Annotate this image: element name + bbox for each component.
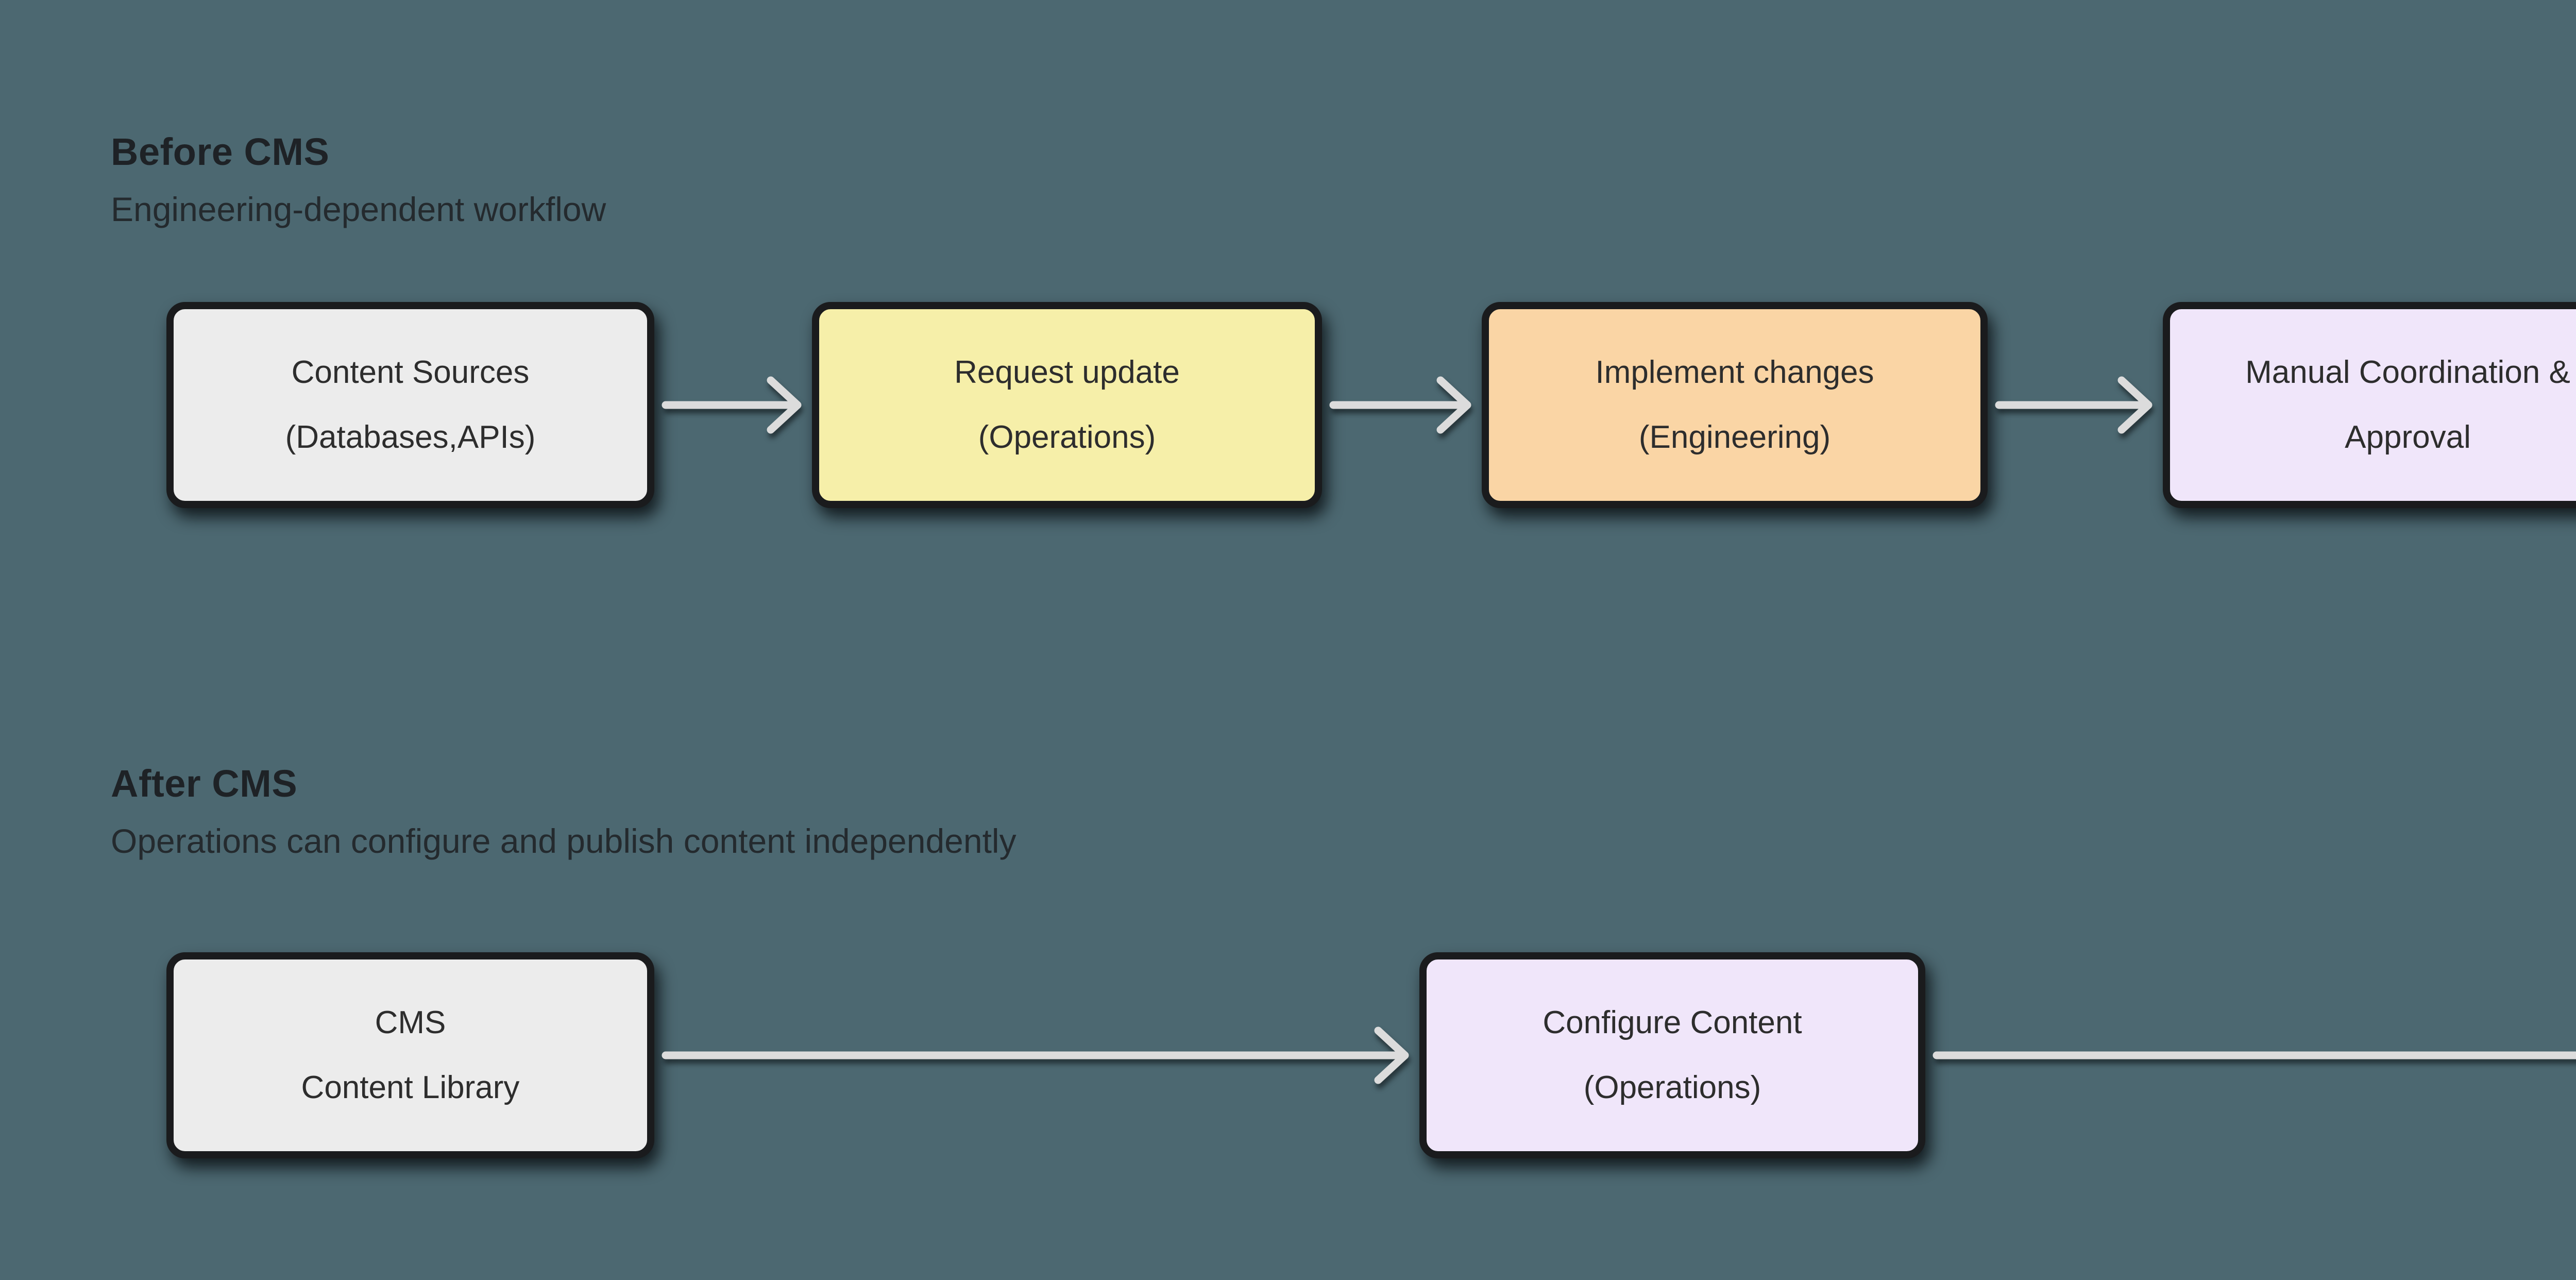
node-label: Request update [954, 355, 1180, 390]
node-label: Content Library [301, 1070, 520, 1105]
node-implement-changes: Implement changes (Engineering) [1482, 302, 1988, 508]
node-label: Approval [2345, 419, 2471, 455]
flow-arrow-icon [1995, 376, 2153, 434]
node-label: (Databases,APIs) [285, 419, 536, 455]
flow-arrow-icon [662, 376, 802, 434]
node-label: (Operations) [978, 419, 1156, 455]
node-label: Implement changes [1595, 355, 1874, 390]
before-cms-subtitle: Engineering-dependent workflow [111, 190, 606, 228]
node-label: CMS [375, 1005, 446, 1040]
node-content-sources: Content Sources (Databases,APIs) [166, 302, 654, 508]
node-configure-content: Configure Content (Operations) [1419, 952, 1925, 1158]
node-cms-content-library: CMS Content Library [166, 952, 654, 1158]
node-label: Manual Coordination & [2245, 355, 2570, 390]
node-label: Configure Content [1543, 1005, 1802, 1040]
node-manual-coordination: Manual Coordination & Approval [2163, 302, 2576, 508]
node-request-update: Request update (Operations) [812, 302, 1322, 508]
node-label: Content Sources [291, 355, 530, 390]
before-cms-title: Before CMS [111, 130, 330, 173]
after-cms-title: After CMS [111, 762, 298, 805]
flow-arrow-icon [1329, 376, 1471, 434]
flow-arrow-icon [662, 1026, 1409, 1084]
node-label: (Operations) [1583, 1070, 1761, 1105]
flow-arrow-icon [1933, 1051, 2576, 1059]
after-cms-subtitle: Operations can configure and publish con… [111, 822, 1016, 860]
node-label: (Engineering) [1638, 419, 1831, 455]
